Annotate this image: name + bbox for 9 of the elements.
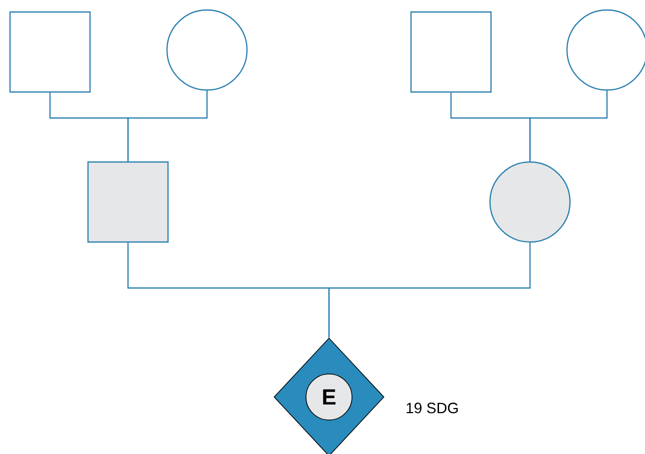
circle-symbol — [489, 161, 571, 243]
connector-line — [529, 90, 608, 162]
square-symbol — [87, 161, 169, 243]
beside-label: 19 SDG — [406, 402, 458, 414]
circle-symbol — [166, 9, 248, 91]
connector-line — [127, 90, 208, 162]
square-symbol — [410, 11, 492, 93]
square-symbol — [9, 11, 91, 93]
connector-line — [328, 242, 531, 338]
